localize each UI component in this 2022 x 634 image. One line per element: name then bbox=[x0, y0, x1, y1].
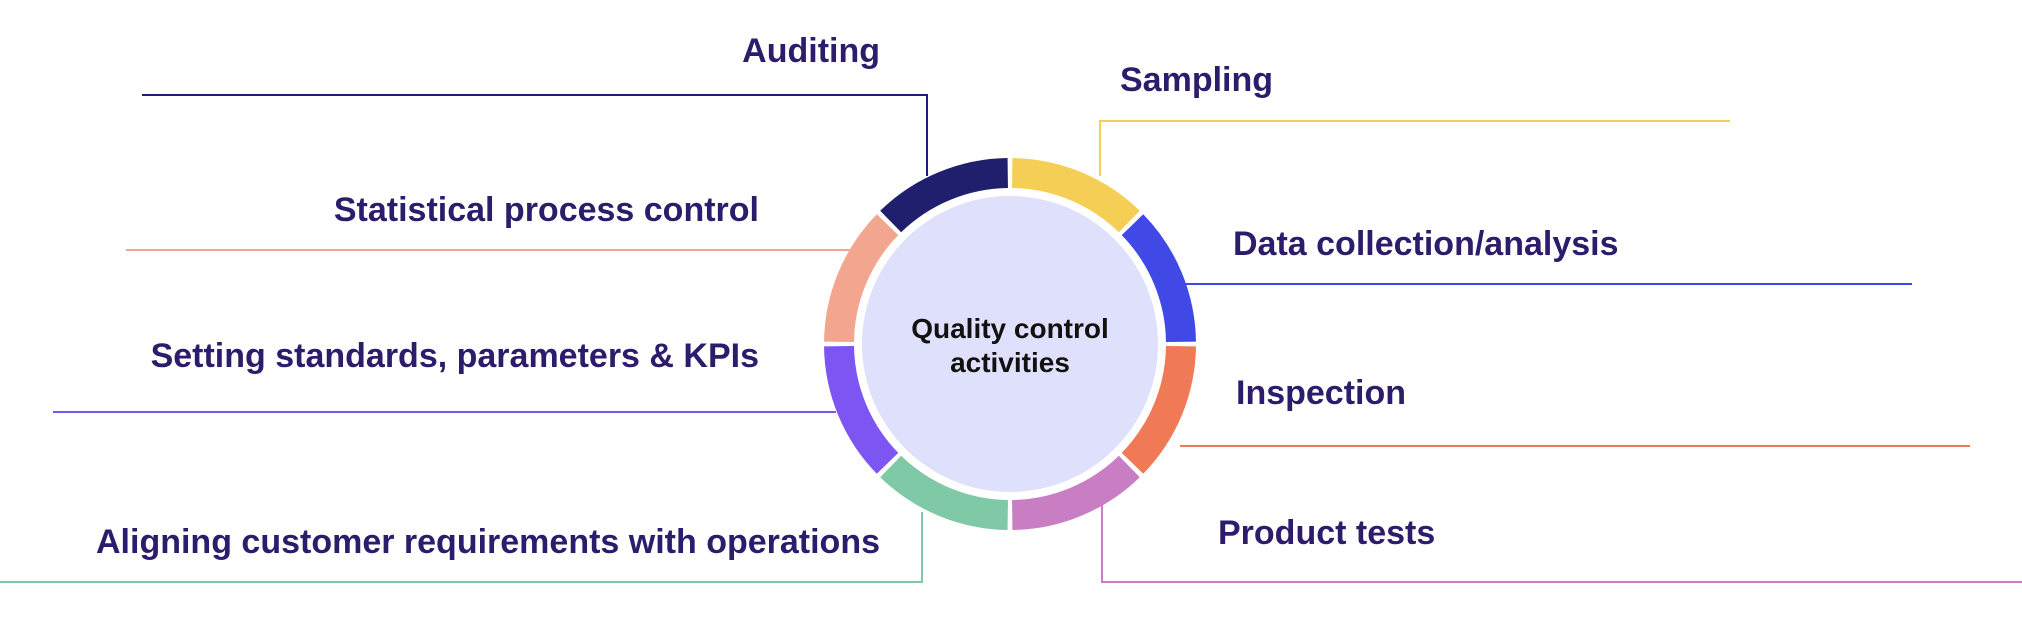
ring-segment-auditing bbox=[880, 158, 1009, 233]
connector-line-product-tests bbox=[1101, 486, 2022, 583]
label-sampling: Sampling bbox=[1120, 61, 1274, 99]
ring-segment-setting-standards bbox=[824, 345, 899, 474]
label-setting-standards: Setting standards, parameters & KPIs bbox=[150, 337, 759, 375]
ring-segment-spc bbox=[824, 214, 899, 343]
ring-segment-aligning bbox=[880, 455, 1009, 530]
connector-lines bbox=[0, 94, 2022, 583]
ring-segment-sampling bbox=[1011, 158, 1140, 233]
label-aligning: Aligning customer requirements with oper… bbox=[96, 523, 880, 561]
ring-segment-data-collection bbox=[1121, 214, 1196, 343]
ring-segment-product-tests bbox=[1011, 455, 1140, 530]
connector-line-sampling bbox=[1099, 120, 1730, 176]
connector-line-auditing bbox=[142, 94, 928, 176]
label-auditing: Auditing bbox=[742, 32, 880, 70]
center-label-line2: activities bbox=[950, 347, 1070, 378]
label-product-tests: Product tests bbox=[1218, 514, 1436, 552]
center-label: Quality control activities bbox=[860, 312, 1160, 380]
label-inspection: Inspection bbox=[1236, 374, 1407, 412]
ring-segment-inspection bbox=[1121, 345, 1196, 474]
center-circle bbox=[862, 196, 1158, 492]
activity-ring bbox=[824, 158, 1196, 530]
label-spc: Statistical process control bbox=[333, 191, 759, 229]
connector-line-aligning bbox=[0, 512, 923, 583]
label-data-collection: Data collection/analysis bbox=[1233, 225, 1619, 263]
center-label-line1: Quality control bbox=[911, 313, 1109, 344]
